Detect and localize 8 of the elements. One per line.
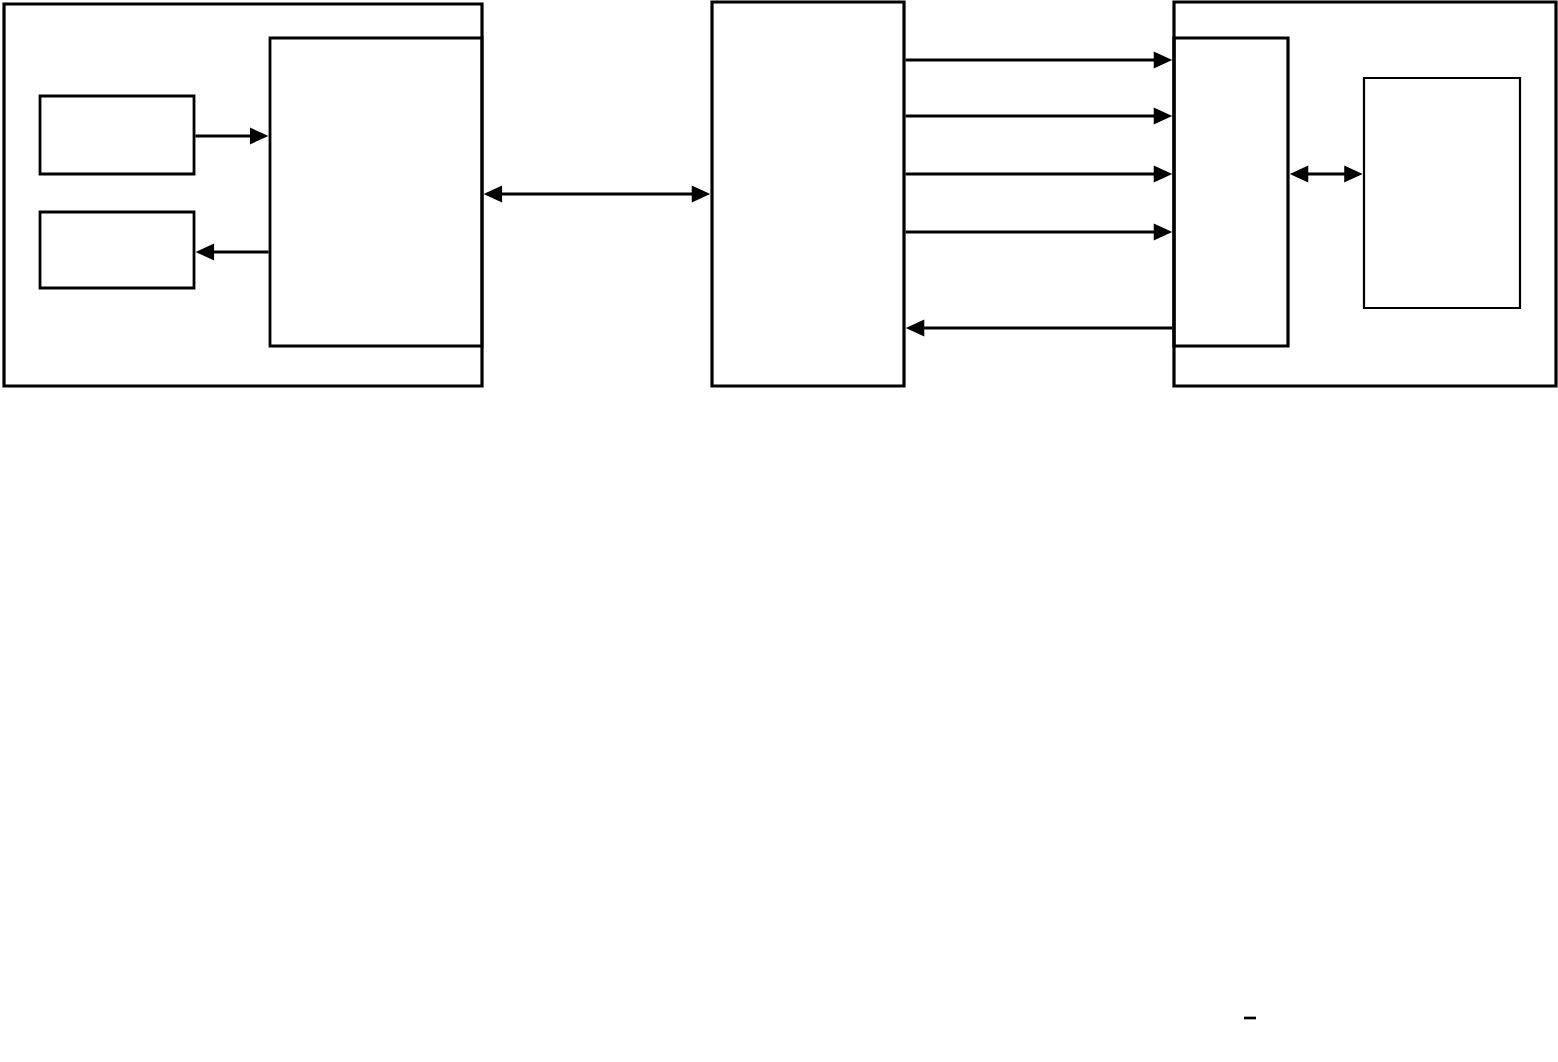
- block-box: [1172, 36, 1290, 348]
- outer-box: [2, 2, 484, 388]
- block-box: [268, 36, 484, 348]
- block-box: [1362, 76, 1522, 310]
- block-box: [710, 0, 906, 388]
- block-box: [38, 210, 196, 290]
- block-box: [38, 94, 196, 176]
- outer-box: [1172, 0, 1558, 388]
